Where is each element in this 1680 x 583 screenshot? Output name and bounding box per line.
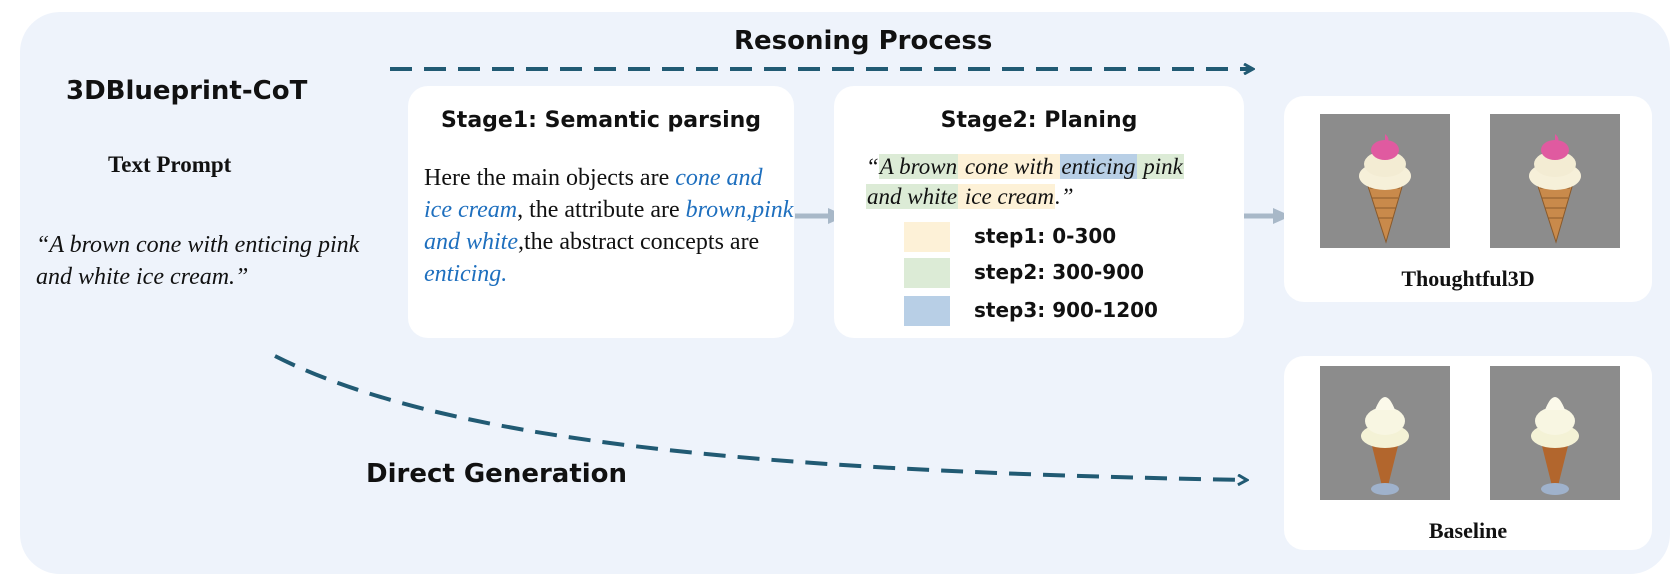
step1-swatch [904, 222, 950, 252]
step-row-3: step3: 900-1200 [904, 296, 1164, 328]
baseline-render-1 [1320, 366, 1450, 500]
step-row-1: step1: 0-300 [904, 222, 1164, 254]
stage1-description: Here the main objects are cone and ice c… [424, 162, 794, 290]
stage2-quote-open: “ [866, 154, 879, 179]
stage2-quote: “A brown cone with enticing pink and whit… [866, 152, 1226, 212]
stage2-to-output-arrow [1244, 208, 1291, 224]
stage1-attributes: brown,pink and white [424, 197, 794, 255]
stage2-quote-close: .” [1055, 184, 1074, 209]
stage1-text-1: Here the main objects are [424, 165, 676, 191]
baseline-panel: Baseline [1284, 356, 1652, 550]
stage1-title: Stage1: Semantic parsing [440, 108, 762, 133]
thoughtful3d-render-1 [1320, 114, 1450, 248]
stage2-span-white: and white [866, 184, 959, 209]
step3-label: step3: 900-1200 [974, 298, 1158, 322]
thoughtful3d-caption: Thoughtful3D [1401, 266, 1535, 291]
step2-label: step2: 300-900 [974, 260, 1145, 284]
baseline-render-2 [1490, 366, 1620, 500]
method-label: 3DBlueprint-CoT [66, 76, 308, 106]
icecream-white-icon [1361, 397, 1409, 495]
stage1-text-2: , the attribute are [517, 197, 686, 223]
icecream-white-icon [1531, 397, 1579, 495]
reasoning-process-label: Resoning Process [734, 26, 993, 56]
step2-swatch [904, 258, 950, 288]
text-prompt-line2: and white ice cream.” [36, 264, 249, 290]
stage1-objects: cone and ice cream [424, 165, 763, 223]
direct-generation-label: Direct Generation [366, 459, 628, 489]
stage1-abstract: enticing. [424, 261, 508, 287]
step-row-2: step2: 300-900 [904, 258, 1164, 290]
stage2-span-brown: A brown [878, 154, 959, 179]
thoughtful3d-panel: Thoughtful3D [1284, 96, 1652, 302]
stage2-span-pink: pink [1136, 154, 1184, 179]
text-prompt-line1: “A brown cone with enticing pink [36, 232, 360, 258]
stage1-text-3: ,the abstract concepts are [518, 229, 760, 255]
direct-generation-arrow [274, 354, 1246, 480]
stage2-card: Stage2: Planing “A brown cone with entic… [834, 86, 1244, 338]
baseline-caption: Baseline [1428, 518, 1508, 543]
text-prompt-label: Text Prompt [108, 152, 232, 177]
stage2-span-enticing: enticing [1060, 154, 1137, 179]
stage2-span-icecream: ice cream [958, 184, 1056, 209]
stage2-span-cone: cone with [958, 154, 1061, 179]
stage2-title: Stage2: Planing [940, 108, 1138, 133]
stage1-card: Stage1: Semantic parsing Here the main o… [408, 86, 794, 338]
icecream-pink-icon [1359, 134, 1411, 244]
icecream-pink-icon [1529, 134, 1581, 244]
step3-swatch [904, 296, 950, 326]
step1-label: step1: 0-300 [974, 224, 1117, 248]
thoughtful3d-render-2 [1490, 114, 1620, 248]
